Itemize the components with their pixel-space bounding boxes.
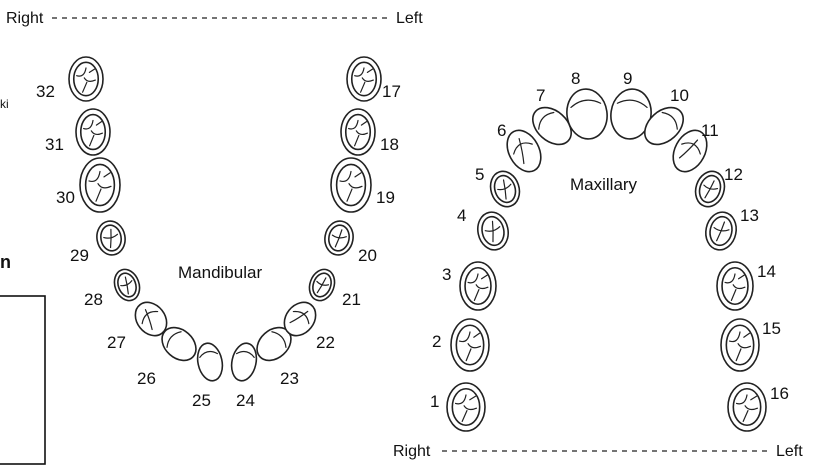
maxillary-tooth-16 (727, 382, 767, 432)
maxillary-tooth-number: 12 (724, 165, 743, 184)
mandibular-tooth-19 (330, 157, 372, 213)
maxillary-tooth-number: 2 (432, 332, 441, 351)
maxillary-tooth-14 (716, 261, 754, 311)
maxillary-tooth-12 (694, 170, 726, 208)
mandibular-tooth-number: 25 (192, 391, 211, 410)
maxillary-tooth-13 (705, 211, 737, 251)
maxillary-tooth-7 (532, 106, 572, 146)
mandibular-tooth-17 (346, 56, 382, 102)
mandibular-tooth-number: 31 (45, 135, 64, 154)
bottom-right-label: Right (393, 443, 431, 460)
maxillary-tooth-number: 4 (457, 206, 466, 225)
mandibular-tooth-number: 28 (84, 290, 103, 309)
mandibular-tooth-number: 21 (342, 290, 361, 309)
maxillary-tooth-3 (459, 261, 497, 311)
mandibular-tooth-number: 24 (236, 391, 255, 410)
maxillary-tooth-4 (477, 211, 509, 251)
mandibular-tooth-32 (68, 56, 104, 102)
mandibular-tooth-number: 18 (380, 135, 399, 154)
mandibular-tooth-23 (256, 326, 292, 362)
mandibular-tooth-number: 26 (137, 369, 156, 388)
clipped-bold-fragment: n (0, 252, 11, 272)
maxillary-tooth-number: 8 (571, 69, 580, 88)
maxillary-tooth-number: 3 (442, 265, 451, 284)
maxillary-tooth-number: 10 (670, 86, 689, 105)
maxillary-tooth-10 (644, 106, 684, 146)
maxillary-tooth-number: 11 (701, 121, 719, 140)
mandibular-tooth-number: 30 (56, 188, 75, 207)
mandibular-tooth-28 (113, 268, 141, 302)
mandibular-label: Mandibular (178, 263, 262, 282)
maxillary-label: Maxillary (570, 175, 638, 194)
mandibular-tooth-number: 32 (36, 82, 55, 101)
maxillary-tooth-11 (672, 129, 708, 173)
mandibular-tooth-29 (96, 220, 126, 256)
maxillary-tooth-number: 14 (757, 262, 776, 281)
top-left-label: Left (396, 10, 423, 27)
mandibular-tooth-number: 17 (382, 82, 401, 101)
mandibular-arch: 32 31 30 29 28 27 26 25 24 23 22 21 20 19 18 17 (36, 56, 401, 410)
mandibular-tooth-18 (340, 108, 376, 156)
maxillary-tooth-8 (566, 88, 608, 140)
maxillary-tooth-1 (446, 382, 486, 432)
clipped-box (0, 295, 46, 465)
maxillary-tooth-number: 13 (740, 206, 759, 225)
mandibular-tooth-31 (75, 108, 111, 156)
mandibular-tooth-22 (283, 301, 317, 337)
maxillary-tooth-number: 1 (430, 392, 439, 411)
maxillary-tooth-number: 9 (623, 69, 632, 88)
mandibular-tooth-number: 29 (70, 246, 89, 265)
mandibular-tooth-number: 27 (107, 333, 126, 352)
maxillary-tooth-2 (450, 318, 490, 372)
mandibular-tooth-number: 23 (280, 369, 299, 388)
mandibular-tooth-25 (196, 342, 224, 382)
mandibular-tooth-number: 22 (316, 333, 335, 352)
maxillary-tooth-number: 16 (770, 384, 789, 403)
mandibular-tooth-20 (324, 220, 354, 256)
maxillary-tooth-6 (506, 129, 542, 173)
maxillary-tooth-number: 5 (475, 165, 484, 184)
top-right-label: Right (6, 10, 44, 27)
mandibular-tooth-24 (230, 342, 258, 382)
maxillary-tooth-9 (610, 88, 652, 140)
bottom-left-label: Left (776, 443, 803, 460)
mandibular-tooth-30 (79, 157, 121, 213)
mandibular-tooth-number: 19 (376, 188, 395, 207)
maxillary-tooth-5 (489, 170, 521, 208)
mandibular-tooth-number: 20 (358, 246, 377, 265)
clipped-text-fragment: ki (0, 97, 9, 111)
maxillary-tooth-number: 6 (497, 121, 506, 140)
mandibular-tooth-26 (161, 326, 197, 362)
maxillary-tooth-15 (720, 318, 760, 372)
maxillary-tooth-number: 7 (536, 86, 545, 105)
mandibular-tooth-21 (308, 268, 336, 302)
maxillary-tooth-number: 15 (762, 319, 781, 338)
mandibular-tooth-27 (134, 301, 168, 337)
